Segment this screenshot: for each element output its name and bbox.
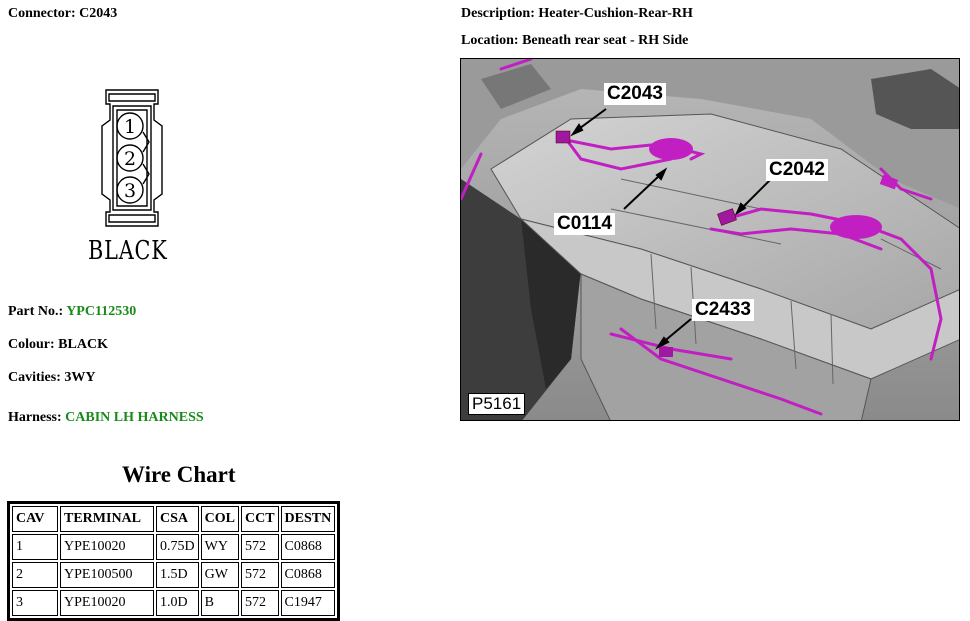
cavity-number-3: 3 <box>124 180 136 202</box>
cell-destn: C1947 <box>280 590 336 616</box>
image-id-label: P5161 <box>468 393 526 415</box>
table-row: 3 YPE10020 1.0D B 572 C1947 <box>12 590 336 616</box>
table-row: 2 YPE100500 1.5D GW 572 C0868 <box>12 562 336 588</box>
wire-chart-table: CAV TERMINAL CSA COL CCT DESTN 1 YPE1002… <box>7 501 341 621</box>
cavities-line: Cavities: 3WY <box>8 370 96 386</box>
description-value: Heater-Cushion-Rear-RH <box>538 6 693 21</box>
cavity-number-1: 1 <box>124 116 136 138</box>
cell-terminal: YPE10020 <box>60 534 154 560</box>
cell-csa: 1.5D <box>156 562 199 588</box>
location-line: Location: Beneath rear seat - RH Side <box>461 33 688 49</box>
header-cav: CAV <box>12 506 58 532</box>
cell-destn: C0868 <box>280 534 336 560</box>
header-csa: CSA <box>156 506 199 532</box>
cell-terminal: YPE100500 <box>60 562 154 588</box>
header-destn: DESTN <box>280 506 336 532</box>
connector-label: Connector: <box>8 6 80 21</box>
part-no-link[interactable]: YPC112530 <box>66 304 137 319</box>
part-no-line: Part No.: YPC112530 <box>8 304 136 320</box>
cell-cct: 572 <box>240 534 279 560</box>
table-row: 1 YPE10020 0.75D WY 572 C0868 <box>12 534 336 560</box>
callout-c2433: C2433 <box>692 299 754 321</box>
colour-line: Colour: BLACK <box>8 337 108 353</box>
cavity-number-2: 2 <box>124 148 136 170</box>
connector-face-drawing: 1 2 3 <box>101 89 163 227</box>
vehicle-floor-illustration <box>461 59 959 420</box>
callout-c0114: C0114 <box>554 213 615 235</box>
harness-label: Harness: <box>8 410 66 425</box>
connector-value: C2043 <box>79 6 118 21</box>
cell-terminal: YPE10020 <box>60 590 154 616</box>
cell-csa: 1.0D <box>156 590 199 616</box>
callout-c2042: C2042 <box>766 159 828 181</box>
cell-cav: 1 <box>12 534 58 560</box>
header-terminal: TERMINAL <box>60 506 154 532</box>
callout-c2043: C2043 <box>604 83 666 105</box>
cell-destn: C0868 <box>280 562 336 588</box>
part-no-label: Part No.: <box>8 304 67 319</box>
connector-line: Connector: C2043 <box>8 6 117 22</box>
cell-cav: 2 <box>12 562 58 588</box>
cell-cav: 3 <box>12 590 58 616</box>
harness-link[interactable]: CABIN LH HARNESS <box>65 410 204 425</box>
wire-chart-title: Wire Chart <box>122 462 236 487</box>
cell-col: WY <box>200 534 239 560</box>
cell-csa: 0.75D <box>156 534 199 560</box>
colour-value: BLACK <box>58 337 108 352</box>
connector-location-image: C2043 C0114 C2042 C2433 P5161 <box>460 58 960 421</box>
location-value: Beneath rear seat - RH Side <box>522 33 689 48</box>
cell-cct: 572 <box>240 590 279 616</box>
description-label: Description: <box>461 6 539 21</box>
harness-line: Harness: CABIN LH HARNESS <box>8 410 204 426</box>
cavities-label: Cavities: <box>8 370 65 385</box>
header-col: COL <box>200 506 239 532</box>
connector-color-label: BLACK <box>88 236 168 266</box>
cell-col: GW <box>200 562 239 588</box>
cell-cct: 572 <box>240 562 279 588</box>
location-label: Location: <box>461 33 523 48</box>
description-line: Description: Heater-Cushion-Rear-RH <box>461 6 693 22</box>
header-cct: CCT <box>240 506 279 532</box>
cavities-value: 3WY <box>64 370 96 385</box>
cell-col: B <box>200 590 239 616</box>
wire-chart-header-row: CAV TERMINAL CSA COL CCT DESTN <box>12 506 336 532</box>
colour-label: Colour: <box>8 337 59 352</box>
